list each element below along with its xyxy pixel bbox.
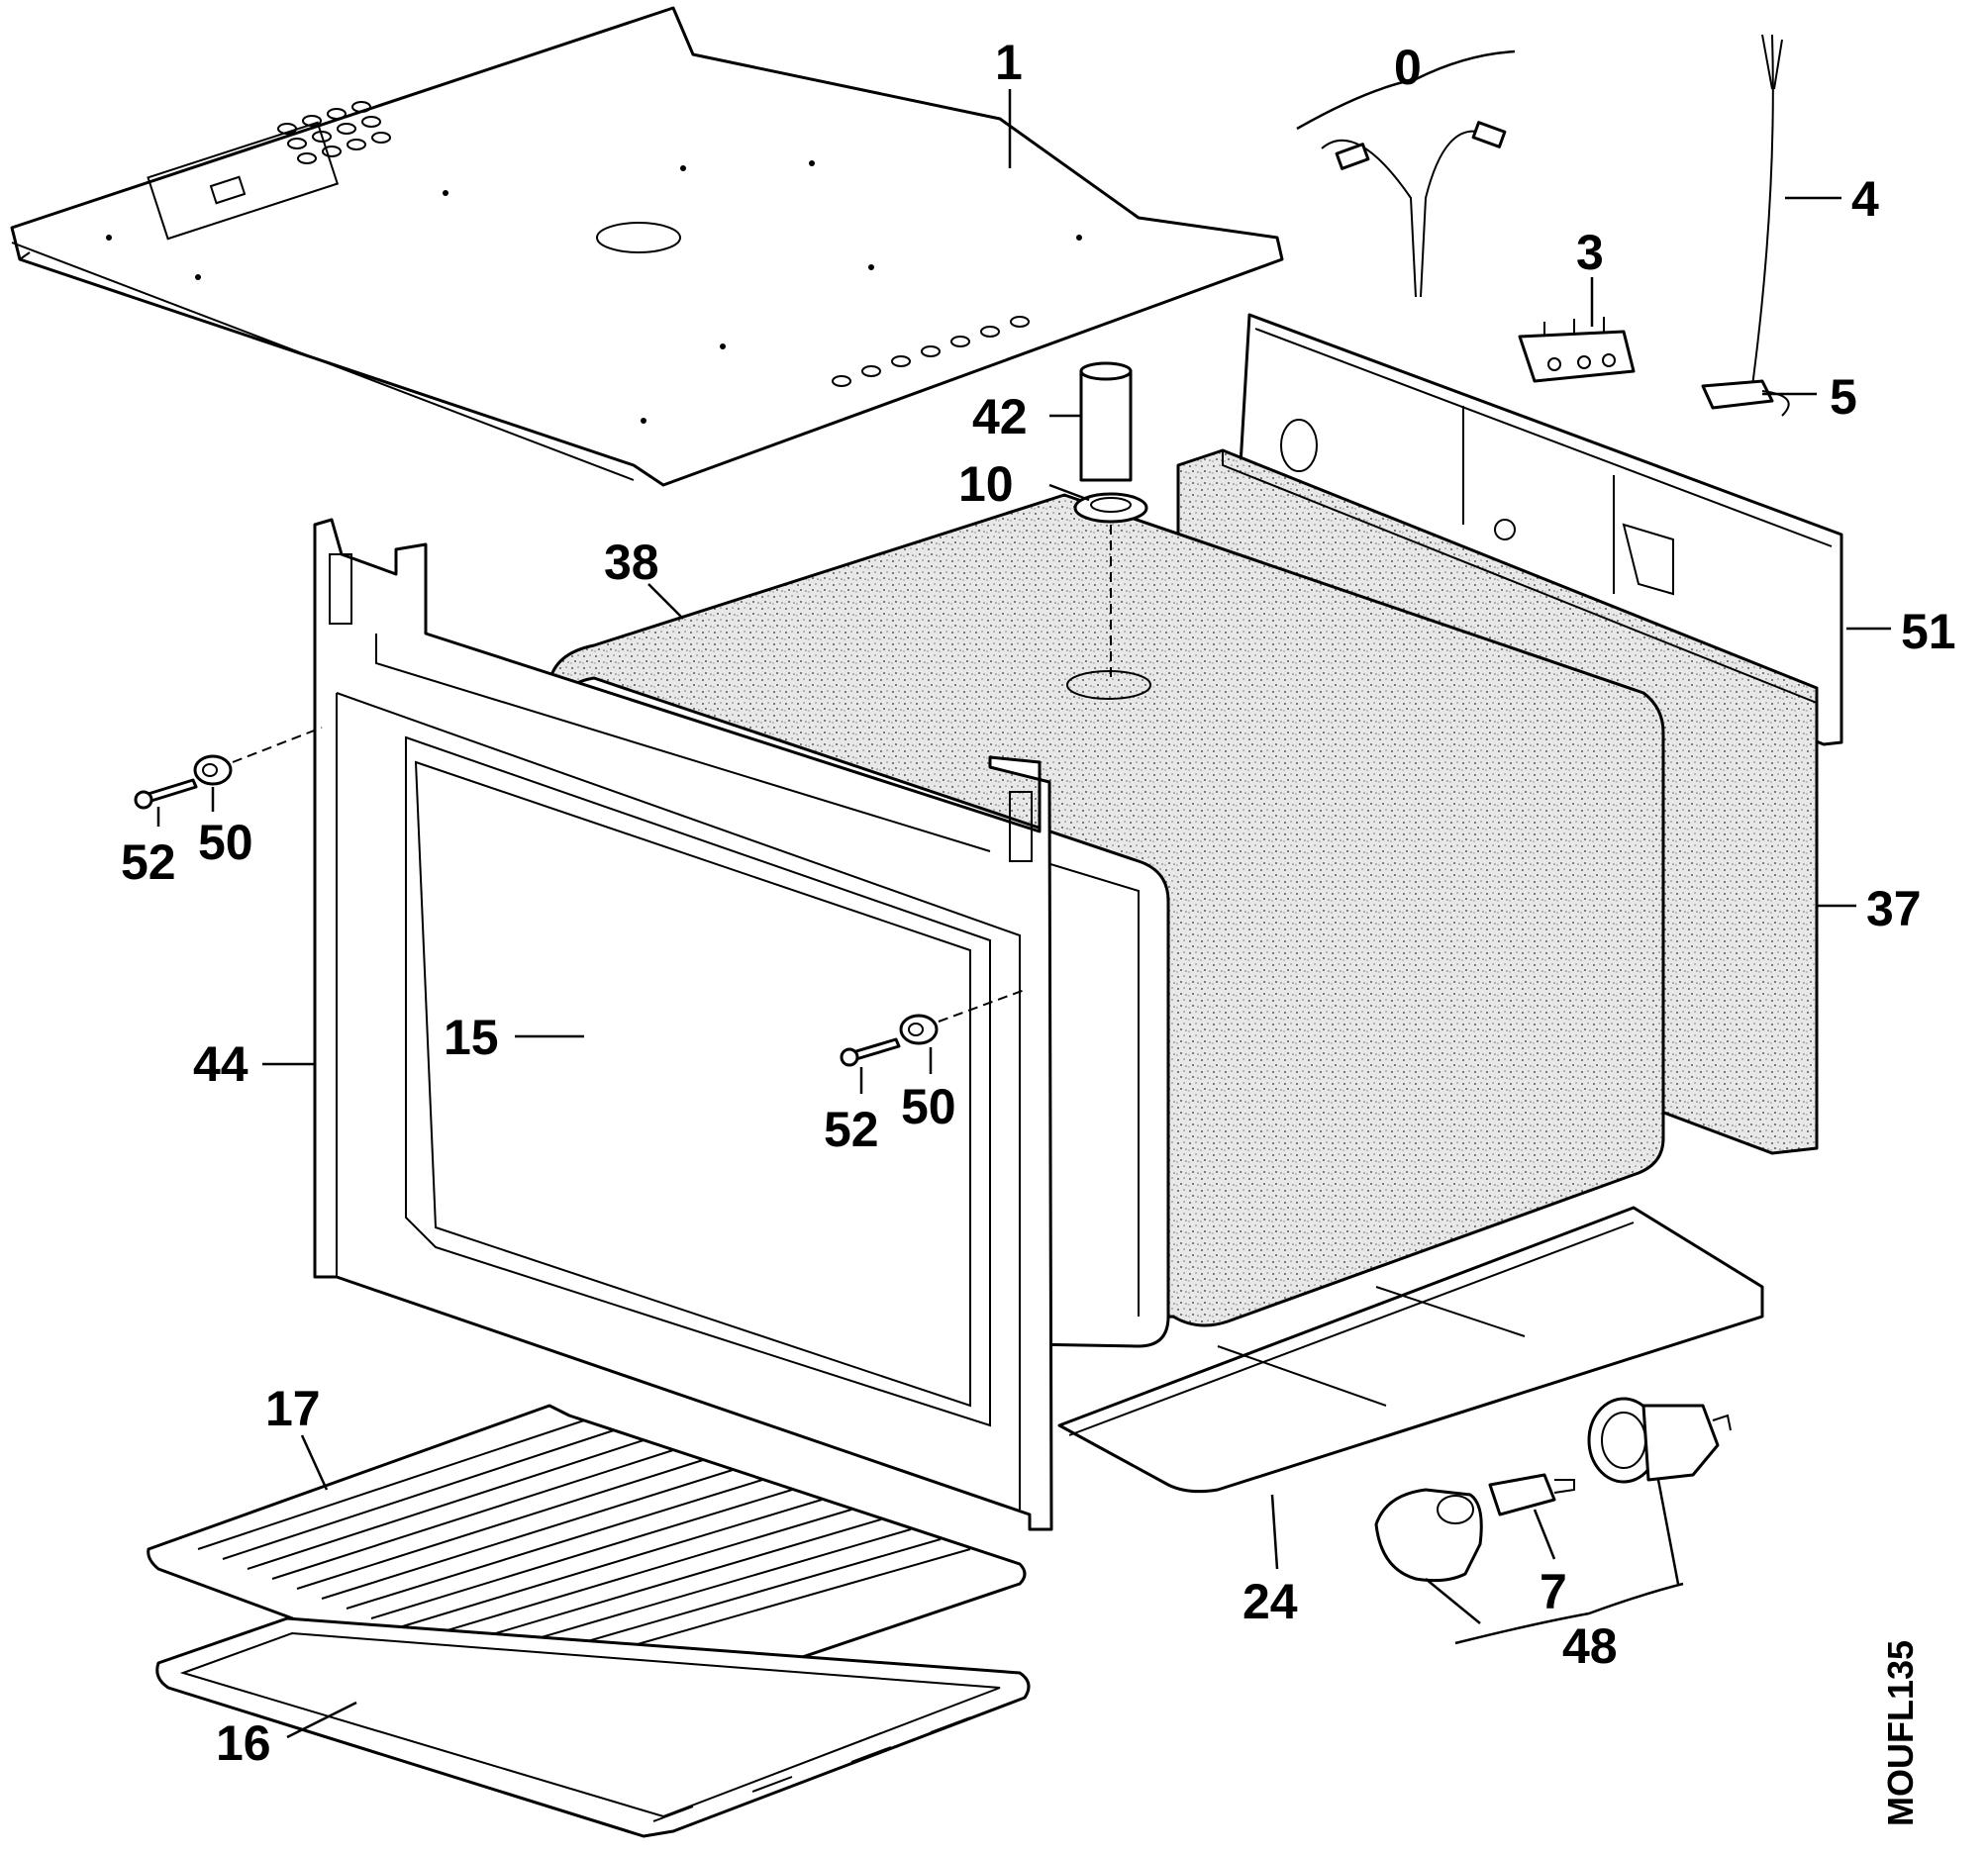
callout-10: 10 — [958, 456, 1014, 512]
callout-1: 1 — [995, 35, 1023, 90]
callout-50-right: 50 — [901, 1079, 956, 1134]
callout-52-right: 52 — [824, 1102, 879, 1157]
baking-tray — [155, 1616, 1031, 1838]
callout-17: 17 — [265, 1381, 321, 1436]
terminal-block — [1518, 317, 1636, 383]
screw-right — [840, 1037, 901, 1067]
door-seal — [414, 760, 971, 1408]
callout-leaders — [156, 49, 1891, 1739]
fan-ring — [1073, 492, 1148, 524]
callout-44: 44 — [193, 1036, 248, 1092]
wiring-harness — [1321, 121, 1507, 298]
callout-37: 37 — [1866, 881, 1922, 936]
lamp-holder — [1587, 1397, 1732, 1484]
callout-4: 4 — [1851, 171, 1879, 227]
callout-3: 3 — [1576, 225, 1604, 280]
lamp-cover — [1374, 1488, 1483, 1583]
callout-48: 48 — [1562, 1618, 1618, 1674]
callout-51: 51 — [1901, 604, 1956, 659]
callout-52-left: 52 — [121, 834, 176, 890]
screw-left — [134, 778, 198, 810]
drawing-code: MOUFL135 — [1880, 1640, 1921, 1826]
lamp-bulb — [1488, 1473, 1575, 1516]
callout-50-left: 50 — [198, 815, 253, 870]
bottom-tray — [1057, 1206, 1764, 1494]
sensor-cable — [1751, 34, 1783, 387]
callout-16: 16 — [216, 1715, 271, 1771]
callout-7: 7 — [1540, 1564, 1567, 1619]
callout-0: 0 — [1394, 40, 1422, 95]
callout-38: 38 — [604, 535, 659, 590]
washer-left — [193, 754, 233, 786]
front-frame — [313, 518, 1053, 1531]
washer-right — [899, 1014, 939, 1045]
top-cover-panel — [10, 6, 1284, 487]
callout-15: 15 — [444, 1010, 499, 1065]
fan-tube — [1079, 361, 1133, 482]
screw-axis-left — [232, 727, 323, 763]
callout-labels: 1 0 4 3 5 42 10 38 51 52 50 37 15 44 52 … — [121, 35, 1956, 1771]
sensor-probe — [1701, 379, 1790, 417]
callout-24: 24 — [1242, 1574, 1298, 1629]
callout-42: 42 — [972, 389, 1028, 444]
callout-5: 5 — [1830, 369, 1857, 425]
